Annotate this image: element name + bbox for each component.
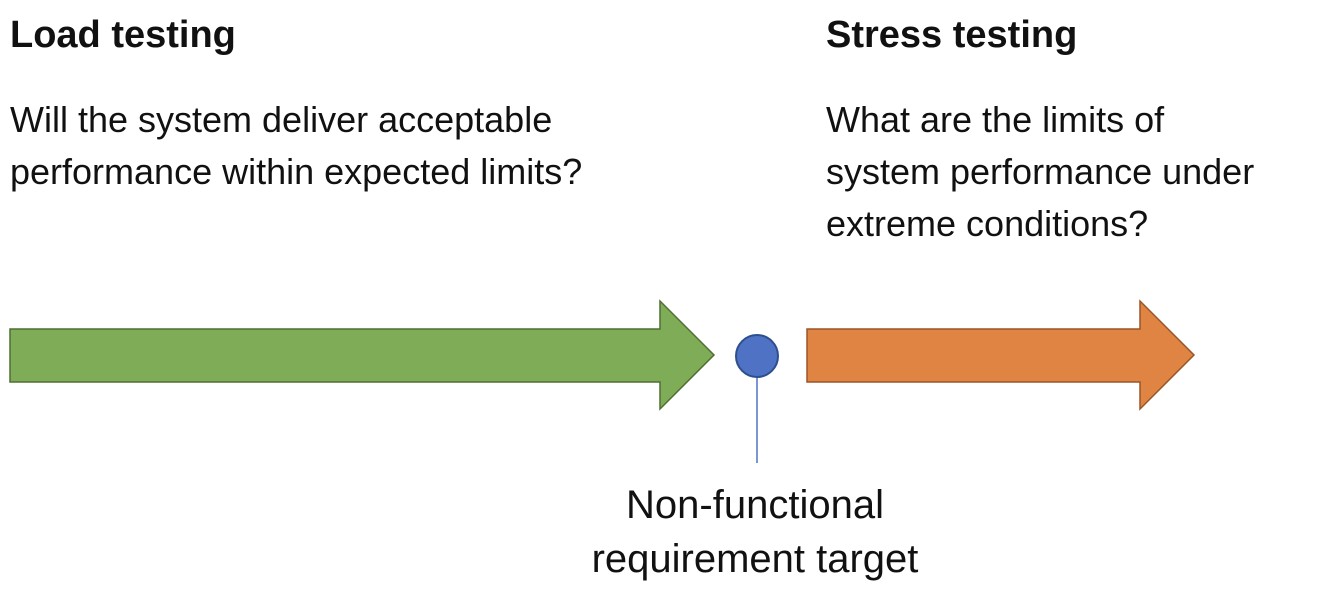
- target-label-line: requirement target: [591, 537, 919, 581]
- stress-testing-description-line: extreme conditions?: [826, 203, 1149, 244]
- load-testing-description-line: Will the system deliver acceptable: [10, 99, 553, 140]
- load-testing-arrow: [9, 299, 716, 411]
- load-testing-description: Will the system deliver acceptable perfo…: [10, 94, 582, 198]
- stress-testing-title: Stress testing: [826, 14, 1078, 56]
- stress-testing-description-line: What are the limits of: [826, 99, 1165, 140]
- load-testing-title: Load testing: [10, 14, 236, 56]
- load-testing-description-line: performance within expected limits?: [10, 151, 583, 192]
- target-marker-dot: [735, 334, 779, 378]
- stress-testing-description-line: system performance under: [826, 151, 1255, 192]
- stress-testing-description: What are the limits of system performanc…: [826, 94, 1254, 250]
- stress-testing-arrow: [806, 299, 1196, 411]
- target-label-line: Non-functional: [626, 483, 884, 527]
- target-label: Non-functional requirement target: [540, 478, 970, 586]
